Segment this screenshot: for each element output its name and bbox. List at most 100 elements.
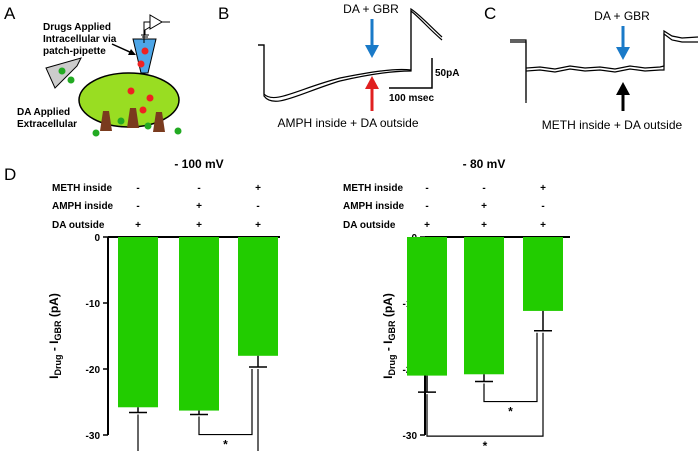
bar <box>523 237 563 311</box>
bar-chart-80mv: - 80 mV METH inside - - + AMPH inside - + - DA ou… <box>343 157 570 451</box>
intracellular-label: Drugs Applied Intracellular via patch-pi… <box>43 22 119 57</box>
y-axis-label: IDrug - IGBR (pA) <box>381 293 397 379</box>
condition-mark: + <box>135 220 141 231</box>
condition-mark: + <box>540 220 546 231</box>
label-arrow-head <box>128 49 136 55</box>
bar <box>238 237 278 356</box>
bar <box>118 237 158 408</box>
drug-molecule-dot <box>141 47 149 55</box>
current-trace <box>258 9 443 102</box>
y-axis-label-part: (pA) <box>381 293 395 320</box>
y-axis-label-part: - I <box>381 340 395 354</box>
panel-c-letter: C <box>484 4 496 23</box>
bar <box>464 237 504 375</box>
da-molecule-dot <box>144 122 152 130</box>
panel-b-top-label: DA + GBR <box>343 2 399 16</box>
bar <box>407 237 447 376</box>
condition-mark: - <box>256 201 259 212</box>
panel-b-bottom-label: AMPH inside + DA outside <box>277 116 418 130</box>
condition-row-label: AMPH inside <box>52 201 114 212</box>
da-molecule-dot <box>92 129 100 137</box>
scale-bar <box>389 58 433 89</box>
da-molecule-dot <box>67 76 75 84</box>
condition-mark: - <box>197 183 200 194</box>
scale-y-label: 50pA <box>435 68 459 79</box>
black-arrow-head <box>616 82 630 95</box>
condition-row-label: METH inside <box>343 183 403 194</box>
condition-mark: + <box>481 201 487 212</box>
condition-mark: + <box>540 183 546 194</box>
y-axis-label-part: I <box>381 375 395 378</box>
y-axis-label-part: GBR <box>53 320 63 341</box>
condition-mark: - <box>136 201 139 212</box>
amplifier-icon <box>149 14 163 30</box>
extracellular-label: DA Applied Extracellular <box>17 107 77 130</box>
panel-b: B DA + GBR AMPH inside + DA outside 50pA… <box>218 2 459 130</box>
condition-mark: - <box>541 201 544 212</box>
blue-arrow-head <box>616 47 630 60</box>
significance-bracket <box>137 369 259 451</box>
significance-star: * <box>508 405 513 419</box>
chart-title: - 80 mV <box>463 157 506 171</box>
bar <box>179 237 219 411</box>
y-axis-label-part: Drug <box>53 354 63 375</box>
red-arrow-head <box>365 76 379 89</box>
y-axis-label-part: - I <box>47 340 61 354</box>
da-molecule-dot <box>117 117 125 125</box>
condition-row-label: DA outside <box>52 220 105 231</box>
condition-mark: + <box>255 183 261 194</box>
da-molecule-dot <box>174 127 182 135</box>
current-trace <box>510 29 699 103</box>
current-trace <box>510 32 698 100</box>
panel-c-top-label: DA + GBR <box>594 9 650 23</box>
y-axis-label-part: (pA) <box>47 293 61 320</box>
panel-a: A Drugs Applied Intr <box>4 4 182 137</box>
condition-row-label: METH inside <box>52 183 112 194</box>
electrode-wire <box>143 21 150 43</box>
y-tick-label: -30 <box>403 431 418 442</box>
significance-bracket <box>198 369 253 436</box>
panel-c: C DA + GBR METH inside + DA outside <box>484 4 699 132</box>
drug-molecule-dot <box>139 106 147 114</box>
condition-mark: - <box>136 183 139 194</box>
label-arrow <box>111 43 133 54</box>
da-molecule-dot <box>58 67 66 75</box>
receptor-shape <box>100 111 112 131</box>
y-axis-label-part: Drug <box>387 354 397 375</box>
panel-a-letter: A <box>4 4 16 23</box>
significance-star: * <box>223 438 228 451</box>
y-axis-label: IDrug - IGBR (pA) <box>47 293 63 379</box>
chart-title: - 100 mV <box>174 157 223 171</box>
drug-molecule-dot <box>137 60 145 68</box>
drug-molecule-dot <box>127 87 135 95</box>
y-tick-label: -30 <box>86 431 101 442</box>
y-tick-label: -20 <box>86 365 101 376</box>
panel-c-bottom-label: METH inside + DA outside <box>542 118 683 132</box>
ground-icon <box>141 21 170 40</box>
y-tick-label: 0 <box>94 233 100 244</box>
condition-mark: + <box>255 220 261 231</box>
condition-mark: + <box>424 220 430 231</box>
panel-b-letter: B <box>218 4 229 23</box>
condition-mark: + <box>196 220 202 231</box>
blue-arrow-head <box>365 45 379 58</box>
y-tick-label: -10 <box>86 299 101 310</box>
y-axis-label-part: I <box>47 375 61 378</box>
condition-mark: - <box>425 183 428 194</box>
y-axis-label-part: GBR <box>387 320 397 341</box>
significance-star: * <box>483 439 488 451</box>
scale-x-label: 100 msec <box>389 93 434 104</box>
condition-mark: - <box>482 183 485 194</box>
condition-row-label: AMPH inside <box>343 201 405 212</box>
panel-d-letter: D <box>4 165 16 184</box>
condition-row-label: DA outside <box>343 220 396 231</box>
significance-bracket <box>426 332 544 437</box>
significance-bracket <box>483 332 538 403</box>
current-trace <box>258 7 443 99</box>
receptor-shape <box>127 108 139 128</box>
condition-mark: + <box>196 201 202 212</box>
bar-chart-100mv: - 100 mV METH inside - - + AMPH inside - + - DA o… <box>47 157 280 451</box>
condition-mark: + <box>481 220 487 231</box>
condition-mark: - <box>425 201 428 212</box>
